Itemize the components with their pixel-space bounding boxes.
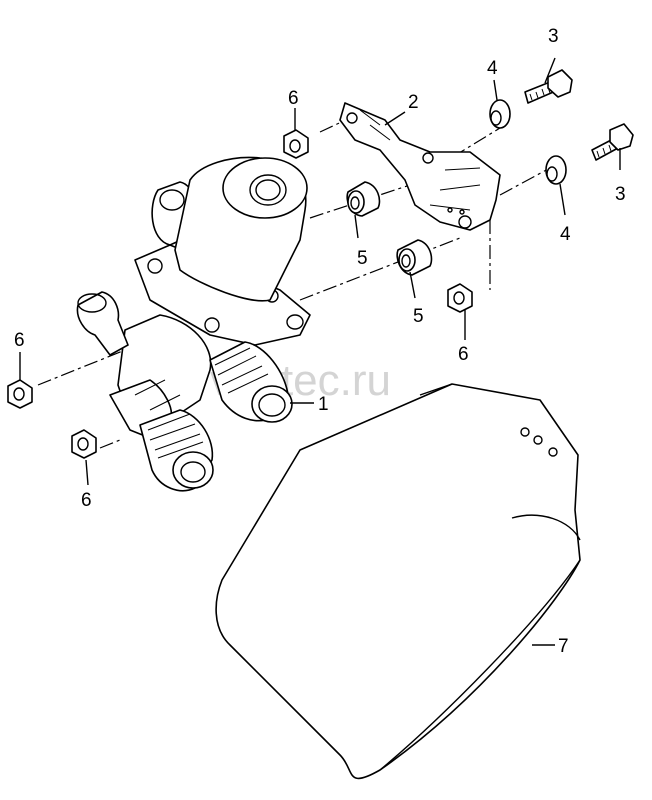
callout-1: 1 [318, 394, 329, 415]
hex-nut-top [283, 129, 309, 159]
callout-6-top: 6 [288, 88, 299, 109]
callout-labels: 1 2 3 3 4 4 5 5 6 6 6 6 7 [14, 26, 626, 657]
cover-hole [520, 427, 530, 437]
hex-nut-left [7, 379, 33, 409]
washer-lower [545, 155, 567, 185]
leader-4a [493, 79, 498, 101]
cover-hole [533, 435, 543, 445]
mounting-bracket [339, 102, 501, 231]
valve-assembly [76, 156, 311, 492]
bolt-upper [524, 69, 573, 104]
leader-5a [354, 214, 359, 239]
hex-nut-bottom [71, 429, 97, 459]
leader-lines [19, 57, 621, 646]
callout-6-left: 6 [14, 330, 25, 351]
leader-4b [559, 183, 566, 216]
callout-3-lower: 3 [615, 184, 626, 205]
callout-2: 2 [408, 92, 419, 113]
callout-6-right: 6 [458, 344, 469, 365]
leader-5b [409, 271, 416, 299]
callout-6-bottom: 6 [81, 490, 92, 511]
cover-shield [215, 383, 581, 780]
rubber-bushing-lower [396, 239, 433, 276]
callout-4-upper: 4 [487, 58, 498, 79]
leader-6d [85, 459, 89, 486]
callout-4-lower: 4 [560, 224, 571, 245]
leader-3a [544, 57, 556, 84]
callout-5-upper: 5 [357, 248, 368, 269]
callout-7: 7 [558, 636, 569, 657]
leader-2 [384, 111, 406, 126]
hex-nut-right [447, 283, 473, 313]
rubber-bushing-upper [346, 181, 381, 217]
callout-5-lower: 5 [413, 306, 424, 327]
cover-hole [548, 447, 558, 457]
washer-upper [489, 99, 511, 129]
bolt-lower [591, 123, 634, 161]
callout-3-upper: 3 [548, 26, 559, 47]
